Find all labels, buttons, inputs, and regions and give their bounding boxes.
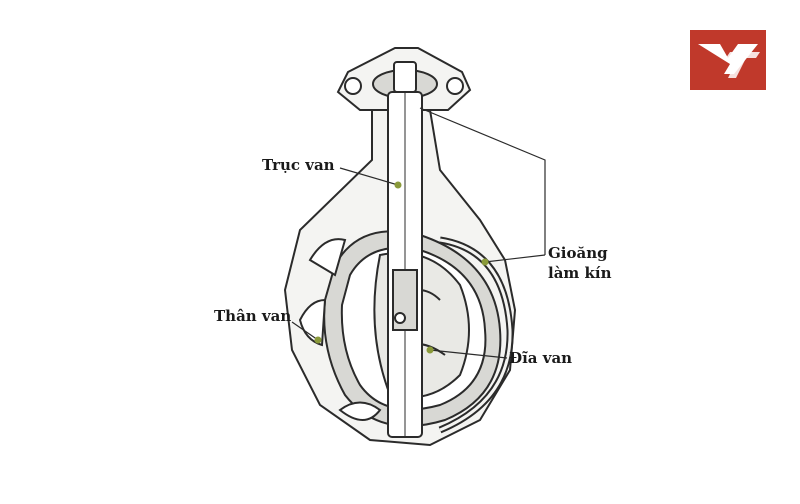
gasket-label-line1: Gioăng <box>548 244 608 262</box>
disc-leader <box>429 349 508 359</box>
brand-logo <box>690 30 766 90</box>
body-marker <box>314 336 322 344</box>
shaft-marker <box>394 181 402 189</box>
body-leader <box>291 321 319 341</box>
valve-shaft <box>387 91 423 438</box>
disc-marker <box>426 346 434 354</box>
top-flange <box>336 47 472 111</box>
leader-lines <box>291 107 546 359</box>
shaft-label: Trục van <box>262 156 335 174</box>
body-label: Thân van <box>214 307 292 325</box>
callout-markers <box>314 181 489 354</box>
disc-label: Đĩa van <box>509 349 573 367</box>
gasket-leader <box>419 107 546 255</box>
yt-logo-icon <box>698 44 760 78</box>
shaft-leader <box>339 167 399 186</box>
gasket-label-line2: làm kín <box>548 264 612 282</box>
gasket-marker <box>481 258 489 266</box>
